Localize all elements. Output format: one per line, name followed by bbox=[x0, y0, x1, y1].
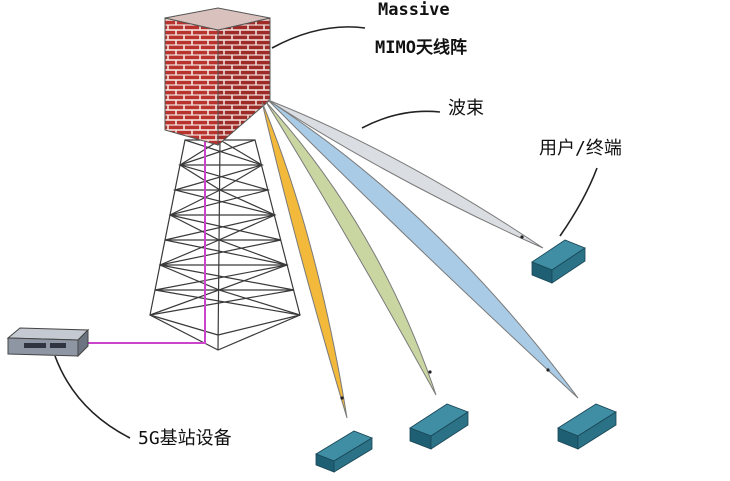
base-station-device-icon bbox=[8, 328, 88, 356]
callout-beam bbox=[362, 111, 440, 128]
callout-base-station bbox=[55, 356, 130, 438]
lattice-tower-icon bbox=[150, 140, 300, 350]
user-terminal-block-icon bbox=[316, 431, 372, 472]
user-terminal-label: 用户/终端 bbox=[539, 140, 622, 158]
brick-antenna-array-icon bbox=[165, 8, 270, 145]
base-station-label: 5G基站设备 bbox=[138, 430, 232, 448]
antenna-label-line1: Massive bbox=[378, 2, 450, 19]
user-terminal-block-icon bbox=[558, 404, 616, 449]
beam-blue bbox=[268, 100, 578, 398]
beam-label: 波束 bbox=[448, 100, 484, 118]
callout-terminal bbox=[560, 168, 597, 236]
user-terminal-block-icon bbox=[410, 404, 468, 449]
callout-antenna bbox=[272, 27, 365, 48]
antenna-label-line2: MIMO天线阵 bbox=[375, 40, 467, 57]
beams bbox=[262, 100, 578, 418]
